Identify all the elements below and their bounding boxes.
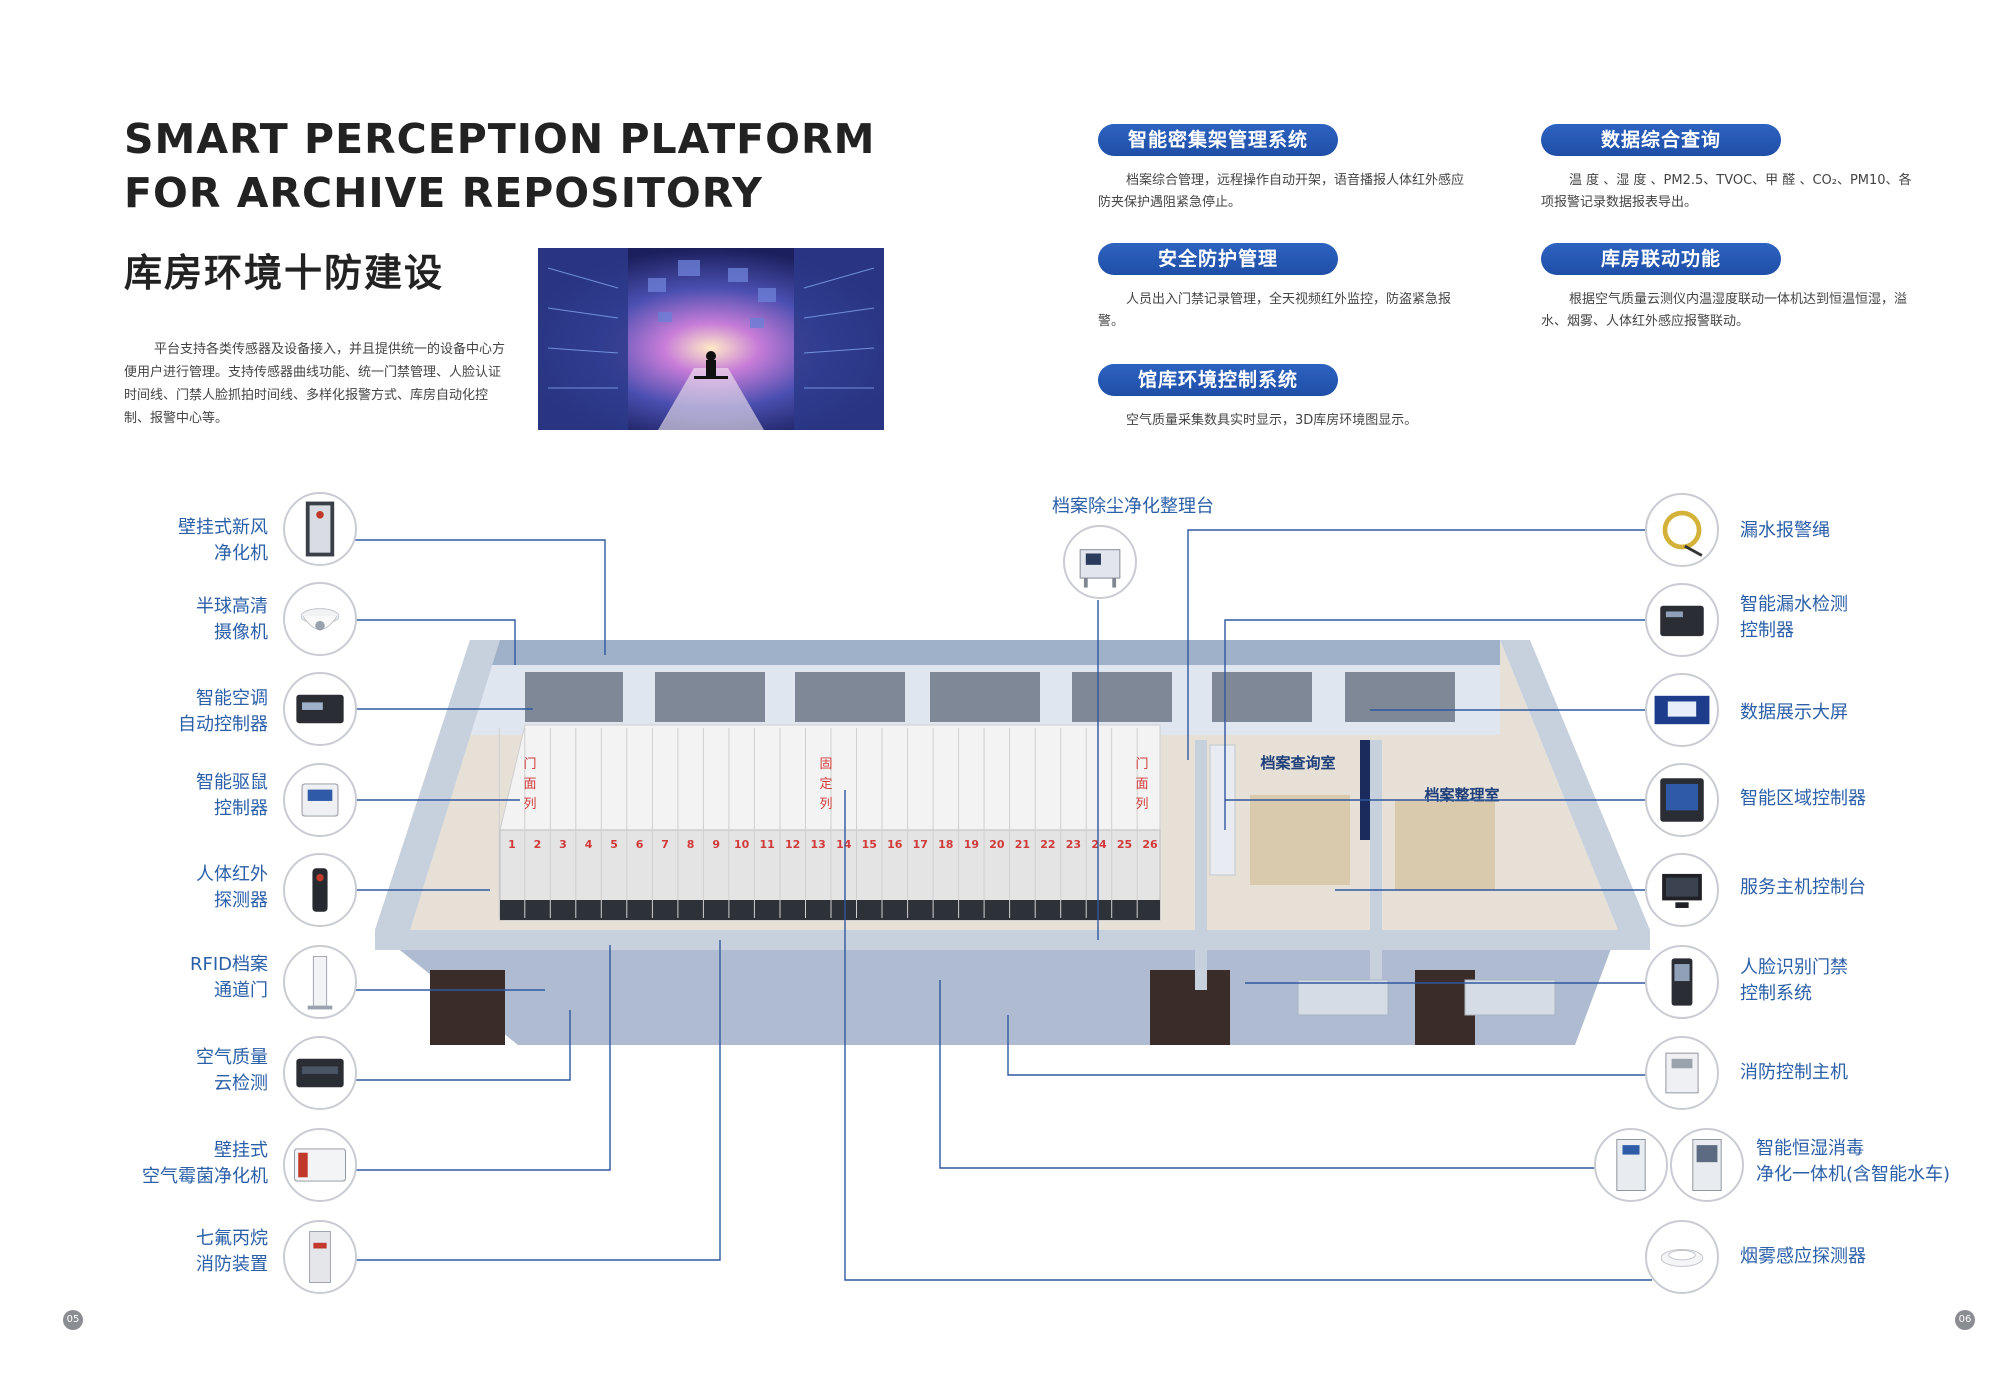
mold-purifier-icon: [283, 1128, 357, 1202]
right-device-label-8: 烟雾感应探测器: [1740, 1246, 1866, 1267]
hero-data-center-image: [538, 248, 884, 430]
rack-label-mid-1: 固: [819, 757, 832, 772]
face-access-icon: [1645, 945, 1719, 1019]
title-line-2: FOR ARCHIVE REPOSITORY: [124, 169, 763, 217]
left-device-label-0: 壁挂式新风净化机: [178, 517, 268, 564]
rack-number-10: 10: [734, 838, 750, 851]
feature-text-environment: 空气质量采集数具实时显示，3D库房环境图显示。: [1126, 413, 1418, 428]
feature-title-data-query: 数据综合查询: [1541, 124, 1781, 156]
wall-fresh-air-purifier-icon: [283, 492, 357, 566]
rack-label-right-1: 门: [1135, 757, 1148, 772]
zone-controller-icon: [1645, 763, 1719, 837]
right-device-label-5: 人脸识别门禁控制系统: [1740, 957, 1848, 1004]
feature-title-linkage: 库房联动功能: [1541, 243, 1781, 275]
rack-number-18: 18: [938, 838, 953, 851]
rack-number-23: 23: [1066, 838, 1081, 851]
rack-number-6: 6: [636, 838, 644, 851]
right-device-label-1: 智能漏水检测控制器: [1740, 594, 1848, 641]
right-device-label-6: 消防控制主机: [1740, 1062, 1848, 1083]
chinese-title: 库房环境十防建设: [124, 251, 445, 295]
page-number-right: 06: [1955, 1310, 1975, 1330]
rack-label-left-3: 列: [523, 797, 536, 812]
english-title: SMART PERCEPTION PLATFORM FOR ARCHIVE RE…: [124, 112, 875, 220]
top-device-label: 档案除尘净化整理台: [1052, 496, 1214, 517]
rack-label-left-1: 门: [523, 757, 536, 772]
humidity-purifier-icon: [1594, 1128, 1668, 1202]
rack-number-24: 24: [1091, 838, 1107, 851]
infrared-detector-icon: [283, 853, 357, 927]
right-device-label-4: 服务主机控制台: [1740, 877, 1866, 898]
left-device-label-1: 半球高清摄像机: [196, 596, 268, 643]
rack-number-11: 11: [760, 838, 775, 851]
rack-number-2: 2: [534, 838, 542, 851]
rack-number-8: 8: [687, 838, 695, 851]
right-device-label-0: 漏水报警绳: [1740, 520, 1830, 541]
left-device-label-8: 七氟丙烷消防装置: [196, 1228, 268, 1275]
title-line-1: SMART PERCEPTION PLATFORM: [124, 115, 876, 163]
left-device-label-3: 智能驱鼠控制器: [196, 772, 268, 819]
intro-paragraph: 平台支持各类传感器及设备接入，并且提供统一的设备中心方便用户进行管理。支持传感器…: [124, 342, 506, 426]
leak-rope-icon: [1645, 493, 1719, 567]
rack-label-right-2: 面: [1135, 777, 1148, 792]
rack-number-5: 5: [610, 838, 618, 851]
dome-camera-icon: [283, 582, 357, 656]
smoke-detector-icon: [1645, 1220, 1719, 1294]
feature-text-linkage: 根据空气质量云测仪内温湿度联动一体机达到恒温恒湿，溢水、烟雾、人体红外感应报警联…: [1541, 292, 1908, 329]
room-label-sort: 档案整理室: [1424, 786, 1499, 804]
feature-title-environment: 馆库环境控制系统: [1098, 364, 1338, 396]
rfid-gate-icon: [283, 945, 357, 1019]
rack-number-14: 14: [836, 838, 852, 851]
rack-label-mid-2: 定: [819, 777, 832, 792]
rack-number-13: 13: [811, 838, 826, 851]
rack-number-19: 19: [964, 838, 979, 851]
right-device-label-7: 智能恒湿消毒净化一体机(含智能水车): [1756, 1138, 1951, 1185]
rack-label-left-2: 面: [523, 777, 536, 792]
rack-number-7: 7: [661, 838, 669, 851]
rack-number-25: 25: [1117, 838, 1132, 851]
rack-number-15: 15: [862, 838, 877, 851]
feature-text-security: 人员出入门禁记录管理，全天视频红外监控，防盗紧急报警。: [1098, 292, 1452, 329]
host-console-icon: [1645, 853, 1719, 927]
rack-label-mid-3: 列: [819, 797, 832, 812]
rack-number-21: 21: [1015, 838, 1030, 851]
rack-number-12: 12: [785, 838, 800, 851]
feature-title-dense-rack: 智能密集架管理系统: [1098, 124, 1338, 156]
rodent-repeller-icon: [283, 763, 357, 837]
right-device-label-2: 数据展示大屏: [1740, 702, 1848, 723]
room-label-query: 档案查询室: [1260, 754, 1335, 772]
air-quality-monitor-icon: [283, 1036, 357, 1110]
rack-number-9: 9: [712, 838, 720, 851]
rack-number-20: 20: [989, 838, 1005, 851]
rack-number-1: 1: [508, 838, 516, 851]
page-number-left: 05: [63, 1310, 83, 1330]
left-device-label-7: 壁挂式空气霉菌净化机: [142, 1140, 268, 1187]
rack-label-right-3: 列: [1135, 797, 1148, 812]
dust-cleaning-desk-icon: [1063, 525, 1137, 599]
rack-number-26: 26: [1142, 838, 1158, 851]
rack-number-4: 4: [585, 838, 593, 851]
rack-number-17: 17: [913, 838, 928, 851]
left-device-label-5: RFID档案通道门: [189, 954, 268, 1001]
left-device-label-4: 人体红外探测器: [196, 864, 268, 911]
leak-controller-icon: [1645, 583, 1719, 657]
rack-number-3: 3: [559, 838, 567, 851]
fire-suppression-icon: [283, 1220, 357, 1294]
rack-number-22: 22: [1040, 838, 1055, 851]
ac-controller-icon: [283, 672, 357, 746]
rack-number-16: 16: [887, 838, 903, 851]
feature-text-data-query: 温 度 、湿 度 、PM2.5、TVOC、甲 醛 、CO₂、PM10、各项报警记…: [1541, 173, 1912, 210]
left-device-label-6: 空气质量云检测: [196, 1047, 268, 1094]
fire-control-host-icon: [1645, 1036, 1719, 1110]
left-device-label-2: 智能空调自动控制器: [178, 688, 268, 735]
display-screen-icon: [1645, 673, 1719, 747]
water-cart-icon: [1670, 1128, 1744, 1202]
feature-title-security: 安全防护管理: [1098, 243, 1338, 275]
feature-text-dense-rack: 档案综合管理，远程操作自动开架，语音播报人体红外感应防夹保护遇阻紧急停止。: [1098, 173, 1465, 210]
right-device-label-3: 智能区域控制器: [1740, 788, 1866, 809]
